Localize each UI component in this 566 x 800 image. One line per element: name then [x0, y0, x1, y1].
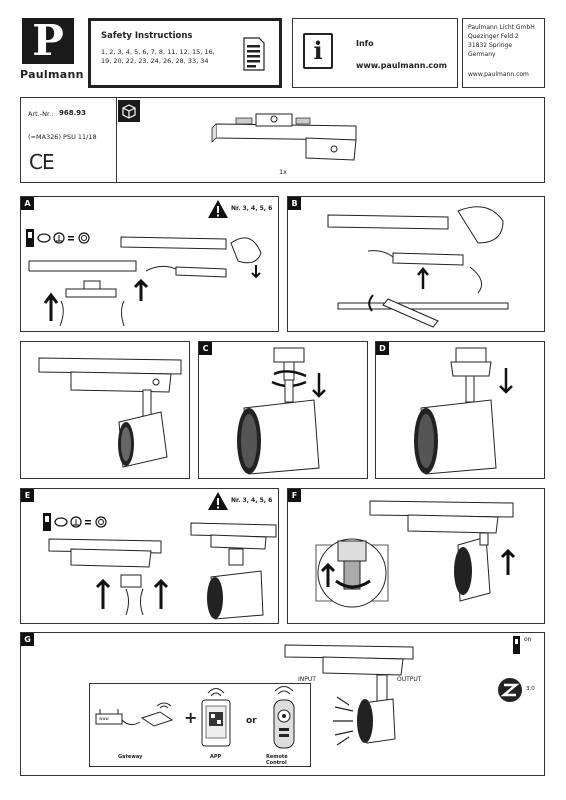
panel-a-label: A: [21, 197, 34, 210]
divider: [116, 98, 117, 182]
ce-mark: CE: [29, 150, 55, 174]
address-box: Paulmann Licht GmbH Quezinger Feld 2 318…: [462, 18, 545, 88]
assembled-spot-drawing: [38, 357, 182, 468]
power-on-icon: on: [513, 636, 537, 654]
zigbee-spot-drawing: [284, 644, 414, 746]
brand-name: Paulmann: [20, 68, 84, 81]
step-e-drawing: [48, 522, 277, 620]
panel-b: B: [287, 196, 545, 332]
panel-c-label: C: [199, 342, 212, 355]
address-line-1: Paulmann Licht GmbH: [468, 24, 535, 31]
phone-app-icon: [201, 688, 231, 747]
safety-title: Safety Instructions: [101, 31, 193, 41]
warning-icon: [208, 492, 228, 510]
panel-g: G on 3.0 www + or: [20, 632, 545, 776]
info-box: i Info www.paulmann.com: [292, 18, 458, 88]
panel-assembled: [20, 341, 190, 479]
panel-e: E Nr. 3, 4, 5, 6: [20, 488, 279, 624]
remove-adapter-drawing: [327, 206, 509, 328]
panel-a: A Nr. 3, 4, 5, 6: [20, 196, 279, 332]
logo-block: P Paulmann: [20, 18, 83, 86]
track-adapter-drawing: [211, 113, 357, 161]
power-on-label: on: [524, 636, 532, 643]
install-adapter-drawing: [28, 236, 262, 327]
app-label: APP: [210, 754, 222, 760]
info-url: www.paulmann.com: [356, 61, 447, 70]
address-line-4: Germany: [468, 51, 496, 58]
panel-e-label: E: [21, 489, 34, 502]
gateway-label: Gateway: [118, 754, 143, 760]
panel-f-label: F: [288, 489, 301, 502]
warning-nr: Nr. 3, 4, 5, 6: [231, 205, 273, 212]
warning-nr: Nr. 3, 4, 5, 6: [231, 497, 273, 504]
address-line-2: Quezinger Feld 2: [468, 33, 519, 40]
safety-line-2: 19, 20, 22, 23, 24, 26, 28, 33, 34: [101, 57, 209, 65]
info-title: Info: [356, 39, 374, 48]
setup-options-box: www + or Gateway APP Remote Control: [89, 683, 311, 767]
power-off-icon: [43, 513, 107, 531]
document-icon: [243, 37, 265, 71]
quantity: 1x: [279, 168, 287, 176]
output-label: OUTPUT: [397, 676, 422, 683]
panel-d-label: D: [376, 342, 389, 355]
panel-b-label: B: [288, 197, 301, 210]
package-icon: [118, 100, 140, 122]
panel-c: C: [198, 341, 368, 479]
zigbee-logo: [498, 678, 522, 702]
panel-d: D: [375, 341, 545, 479]
gateway-icon: [95, 702, 174, 727]
address-web: www.paulmann.com: [468, 71, 529, 78]
logo-mark: P: [22, 18, 74, 64]
input-label: INPUT: [298, 676, 316, 683]
or-label: or: [246, 716, 257, 726]
power-off-icon: [26, 229, 90, 247]
safety-instructions-box: Safety Instructions 1, 2, 3, 4, 5, 6, 7,…: [88, 18, 282, 88]
step-f-drawing: [315, 500, 516, 608]
art-number: 968.93: [59, 109, 87, 117]
panel-g-label: G: [21, 633, 34, 646]
remote-label: Remote Control: [266, 754, 288, 766]
safety-line-1: 1, 2, 3, 4, 5, 6, 7, 8, 11, 12, 15, 16,: [101, 48, 215, 56]
gateway-www: www: [99, 716, 109, 721]
warning-icon: [208, 200, 228, 218]
plus-sign: +: [184, 708, 198, 727]
art-label: Art.-Nr.:: [28, 110, 54, 118]
product-box: Art.-Nr.: 968.93 (=MA326) PSU 11/18 CE 1…: [20, 97, 545, 183]
product-code: (=MA326) PSU 11/18: [28, 133, 97, 141]
step-d-drawing: [414, 347, 513, 475]
zigbee-version: 3.0: [526, 686, 535, 692]
address-line-3: 31832 Springe: [468, 42, 513, 49]
remote-control-icon: [273, 686, 295, 749]
panel-f: F: [287, 488, 545, 624]
info-icon: i: [303, 33, 333, 69]
step-c-drawing: [237, 347, 326, 475]
